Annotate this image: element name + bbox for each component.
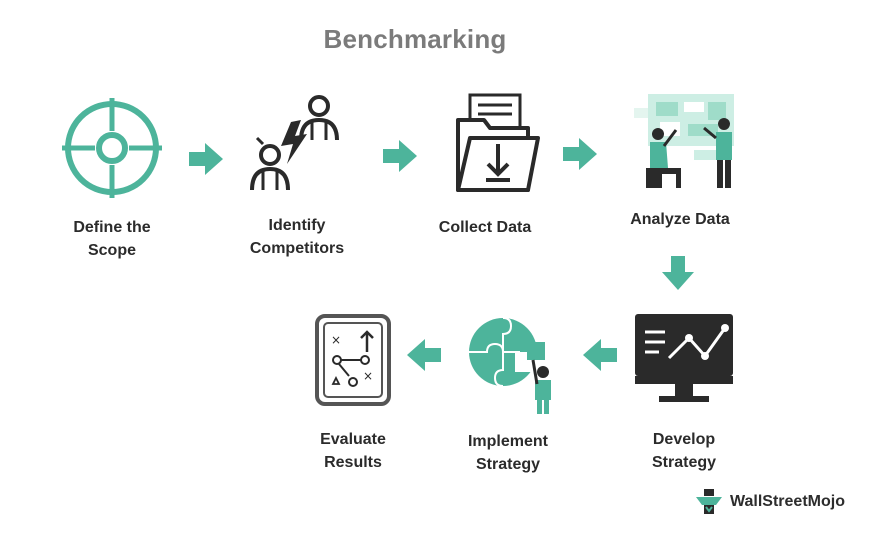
arrow-left-icon	[583, 339, 617, 371]
crosshair-target-icon	[62, 98, 162, 198]
brand-name: WallStreetMojo	[730, 493, 845, 510]
step-analyze-data: Analyze Data	[605, 88, 755, 231]
step-collect-data: Collect Data	[410, 92, 560, 239]
step-label-line2: Scope	[87, 242, 136, 259]
step-implement-strategy: Implement Strategy	[433, 312, 583, 476]
svg-text:×: ×	[363, 369, 373, 383]
step-develop-strategy: Develop Strategy	[609, 310, 759, 474]
wallstreetmojo-logo-icon	[696, 489, 722, 514]
folder-download-icon	[456, 93, 540, 192]
arrow-left-icon	[407, 339, 441, 371]
step-label-line2: Strategy	[475, 456, 541, 473]
svg-text:×: ×	[331, 333, 341, 347]
step-label-line1: Analyze Data	[630, 211, 730, 228]
step-label-line2: Competitors	[249, 240, 345, 257]
arrow-right-icon	[189, 143, 223, 175]
step-label-line1: Define the	[73, 219, 151, 236]
arrow-right-icon	[383, 140, 417, 172]
step-label-line2: Results	[324, 454, 382, 471]
step-define-scope: Define the Scope	[37, 98, 187, 262]
step-label-line2: Strategy	[651, 454, 717, 471]
arrow-right-icon	[563, 138, 597, 170]
step-label-line1: Develop	[652, 431, 716, 448]
brand-footer: WallStreetMojo	[694, 487, 845, 517]
competitors-icon	[250, 95, 339, 191]
analysts-board-icon	[634, 94, 734, 188]
arrow-down-icon	[662, 256, 694, 290]
diagram-title: Benchmarking	[323, 24, 507, 54]
strategy-board-icon: × ×	[315, 314, 391, 406]
step-evaluate-results: × × Evaluate Results	[278, 312, 428, 474]
step-label-line1: Evaluate	[320, 431, 386, 448]
puzzle-person-icon	[469, 317, 551, 414]
step-label-line1: Implement	[467, 433, 548, 450]
step-label-line1: Collect Data	[438, 219, 532, 236]
step-label-line1: Identify	[268, 217, 326, 234]
step-identify-competitors: Identify Competitors	[222, 94, 372, 260]
monitor-chart-icon	[635, 314, 733, 402]
